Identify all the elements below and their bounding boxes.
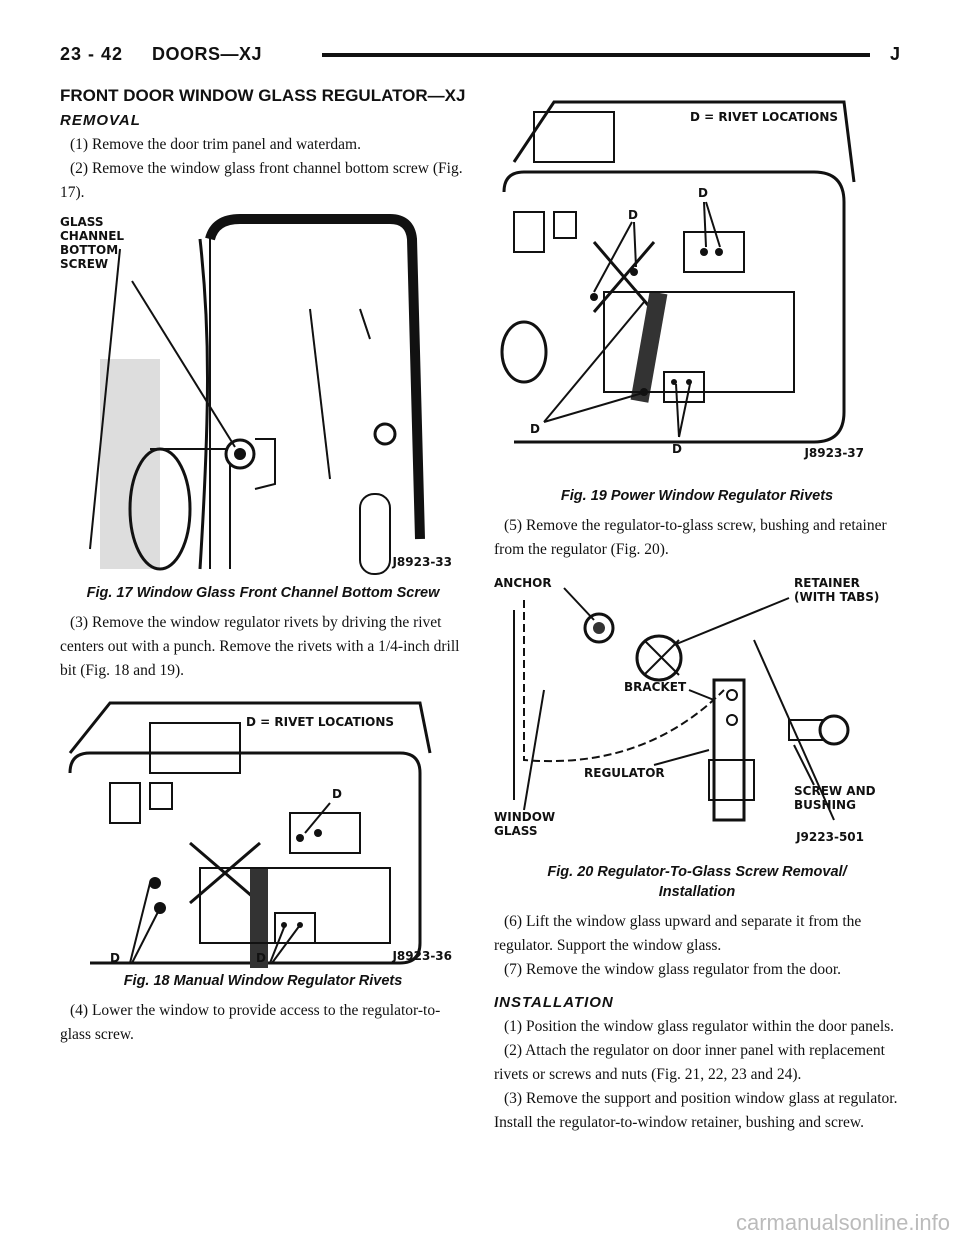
fig17-caption: Fig. 17 Window Glass Front Channel Botto… [86, 585, 440, 601]
fig20-caption-line1: Fig. 20 Regulator-To-Glass Screw Removal… [547, 864, 847, 880]
fig20-code: J9223-501 [796, 830, 864, 844]
removal-step-7: (7) Remove the window glass regulator fr… [504, 961, 842, 978]
fig20-label-bracket: BRACKET [624, 680, 687, 694]
fig18-code: J8923-36 [392, 949, 452, 963]
fig17-drawing [89, 214, 425, 575]
header-rule [322, 53, 870, 57]
fig20-label-screw-bushing: SCREW AND BUSHING [794, 784, 876, 812]
fig18-marker-2: D [110, 951, 120, 965]
fig18-legend: D = RIVET LOCATIONS [246, 715, 395, 729]
removal-step-6: (6) Lift the window glass upward and sep… [494, 913, 862, 954]
fig18-drawing [68, 701, 432, 968]
fig18-marker-1: D [332, 787, 342, 801]
fig20-label-retainer: RETAINER (WITH TABS) [794, 576, 880, 604]
page-title: FRONT DOOR WINDOW GLASS REGULATOR—XJ [60, 86, 466, 105]
fig19-marker-2: D [628, 208, 638, 222]
removal-step-2: (2) Remove the window glass front channe… [60, 160, 463, 201]
removal-step-1: (1) Remove the door trim panel and water… [70, 136, 361, 153]
fig20-label-regulator: REGULATOR [584, 766, 665, 780]
fig19-code: J8923-37 [804, 446, 864, 460]
left-column: FRONT DOOR WINDOW GLASS REGULATOR—XJ REM… [60, 86, 466, 1047]
installation-step-1: (1) Position the window glass regulator … [504, 1018, 895, 1035]
fig19-marker-4: D [672, 442, 682, 456]
removal-heading: REMOVAL [60, 112, 141, 129]
fig18-marker-3: D [256, 951, 266, 965]
fig19-marker-3: D [530, 422, 540, 436]
fig19-caption: Fig. 19 Power Window Regulator Rivets [560, 488, 834, 504]
section-letter: J [889, 44, 900, 64]
removal-step-4: (4) Lower the window to provide access t… [60, 1002, 441, 1043]
page-header: 23 - 42 DOORS—XJ J [60, 40, 900, 74]
figure-18: D = RIVET LOCATIONS D D D J8923-36 [60, 693, 466, 969]
figure-17: GLASS CHANNEL BOTTOM SCREW J8923-33 [60, 209, 466, 581]
installation-step-2: (2) Attach the regulator on door inner p… [494, 1042, 885, 1083]
page-number: 23 - 42 [60, 44, 124, 64]
section-title: DOORS—XJ [152, 44, 263, 64]
figure-20: ANCHOR RETAINER (WITH TABS) BRACKET REGU… [494, 570, 900, 860]
watermark: carmanualsonline.info [735, 1210, 950, 1235]
installation-heading: INSTALLATION [494, 994, 614, 1011]
fig19-drawing [500, 100, 856, 444]
fig20-caption-line2: Installation [658, 884, 736, 900]
fig17-code: J8923-33 [392, 555, 452, 569]
removal-step-5: (5) Remove the regulator-to-glass screw,… [494, 517, 887, 558]
removal-step-3: (3) Remove the window regulator rivets b… [60, 614, 460, 679]
fig20-label-anchor: ANCHOR [494, 576, 552, 590]
fig19-marker-1: D [698, 186, 708, 200]
right-column: D = RIVET LOCATIONS D D D D J8923-37 Fig… [494, 92, 900, 1135]
fig17-label: GLASS CHANNEL BOTTOM SCREW [60, 215, 125, 271]
installation-step-3: (3) Remove the support and position wind… [494, 1090, 898, 1131]
fig18-caption: Fig. 18 Manual Window Regulator Rivets [123, 973, 403, 989]
fig20-caption: Fig. 20 Regulator-To-Glass Screw Removal… [494, 862, 900, 902]
fig19-legend: D = RIVET LOCATIONS [690, 110, 839, 124]
fig20-drawing [513, 587, 850, 822]
figure-19: D = RIVET LOCATIONS D D D D J8923-37 [494, 92, 900, 484]
fig20-label-window-glass: WINDOW GLASS [494, 810, 556, 838]
